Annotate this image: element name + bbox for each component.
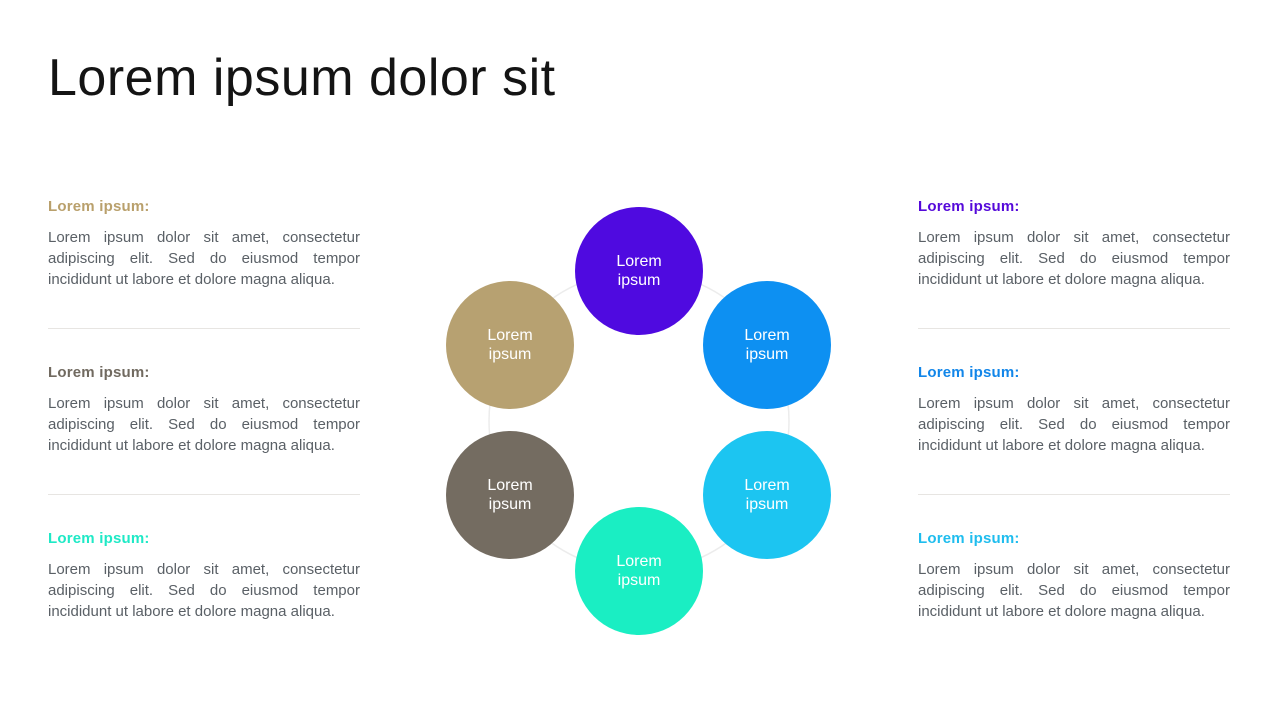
text-block-right-3: Lorem ipsum: Lorem ipsum dolor sit amet,… [918,529,1230,622]
block-body: Lorem ipsum dolor sit amet, consectetur … [48,561,360,620]
divider [48,328,360,329]
block-body: Lorem ipsum dolor sit amet, consectetur … [918,395,1230,454]
block-heading: Lorem ipsum: [918,198,1020,215]
divider [918,328,1230,329]
block-heading: Lorem ipsum: [918,530,1020,547]
block-body: Lorem ipsum dolor sit amet, consectetur … [918,561,1230,620]
divider [918,494,1230,495]
diagram-node-label: Lorem ipsum [744,477,790,513]
diagram-node-bottom: Lorem ipsum [575,507,703,635]
block-heading: Lorem ipsum: [48,530,150,547]
diagram-node-label: Lorem ipsum [744,327,790,363]
diagram-node-top: Lorem ipsum [575,207,703,335]
left-column: Lorem ipsum: Lorem ipsum dolor sit amet,… [48,197,360,622]
page-title: Lorem ipsum dolor sit [48,49,556,107]
block-heading: Lorem ipsum: [48,364,150,381]
diagram-node-label: Lorem ipsum [616,253,662,289]
text-block-right-2: Lorem ipsum: Lorem ipsum dolor sit amet,… [918,363,1230,456]
right-column: Lorem ipsum: Lorem ipsum dolor sit amet,… [918,197,1230,622]
diagram-node-label: Lorem ipsum [487,477,533,513]
text-block-left-1: Lorem ipsum: Lorem ipsum dolor sit amet,… [48,197,360,290]
diagram-node-label: Lorem ipsum [487,327,533,363]
text-block-left-2: Lorem ipsum: Lorem ipsum dolor sit amet,… [48,363,360,456]
block-body: Lorem ipsum dolor sit amet, consectetur … [48,229,360,288]
divider [48,494,360,495]
text-block-left-3: Lorem ipsum: Lorem ipsum dolor sit amet,… [48,529,360,622]
diagram-node-upper-left: Lorem ipsum [446,281,574,409]
block-heading: Lorem ipsum: [48,198,150,215]
block-body: Lorem ipsum dolor sit amet, consectetur … [918,229,1230,288]
text-block-right-1: Lorem ipsum: Lorem ipsum dolor sit amet,… [918,197,1230,290]
diagram-node-upper-right: Lorem ipsum [703,281,831,409]
diagram-node-lower-right: Lorem ipsum [703,431,831,559]
block-heading: Lorem ipsum: [918,364,1020,381]
diagram-node-label: Lorem ipsum [616,553,662,589]
diagram-node-lower-left: Lorem ipsum [446,431,574,559]
block-body: Lorem ipsum dolor sit amet, consectetur … [48,395,360,454]
